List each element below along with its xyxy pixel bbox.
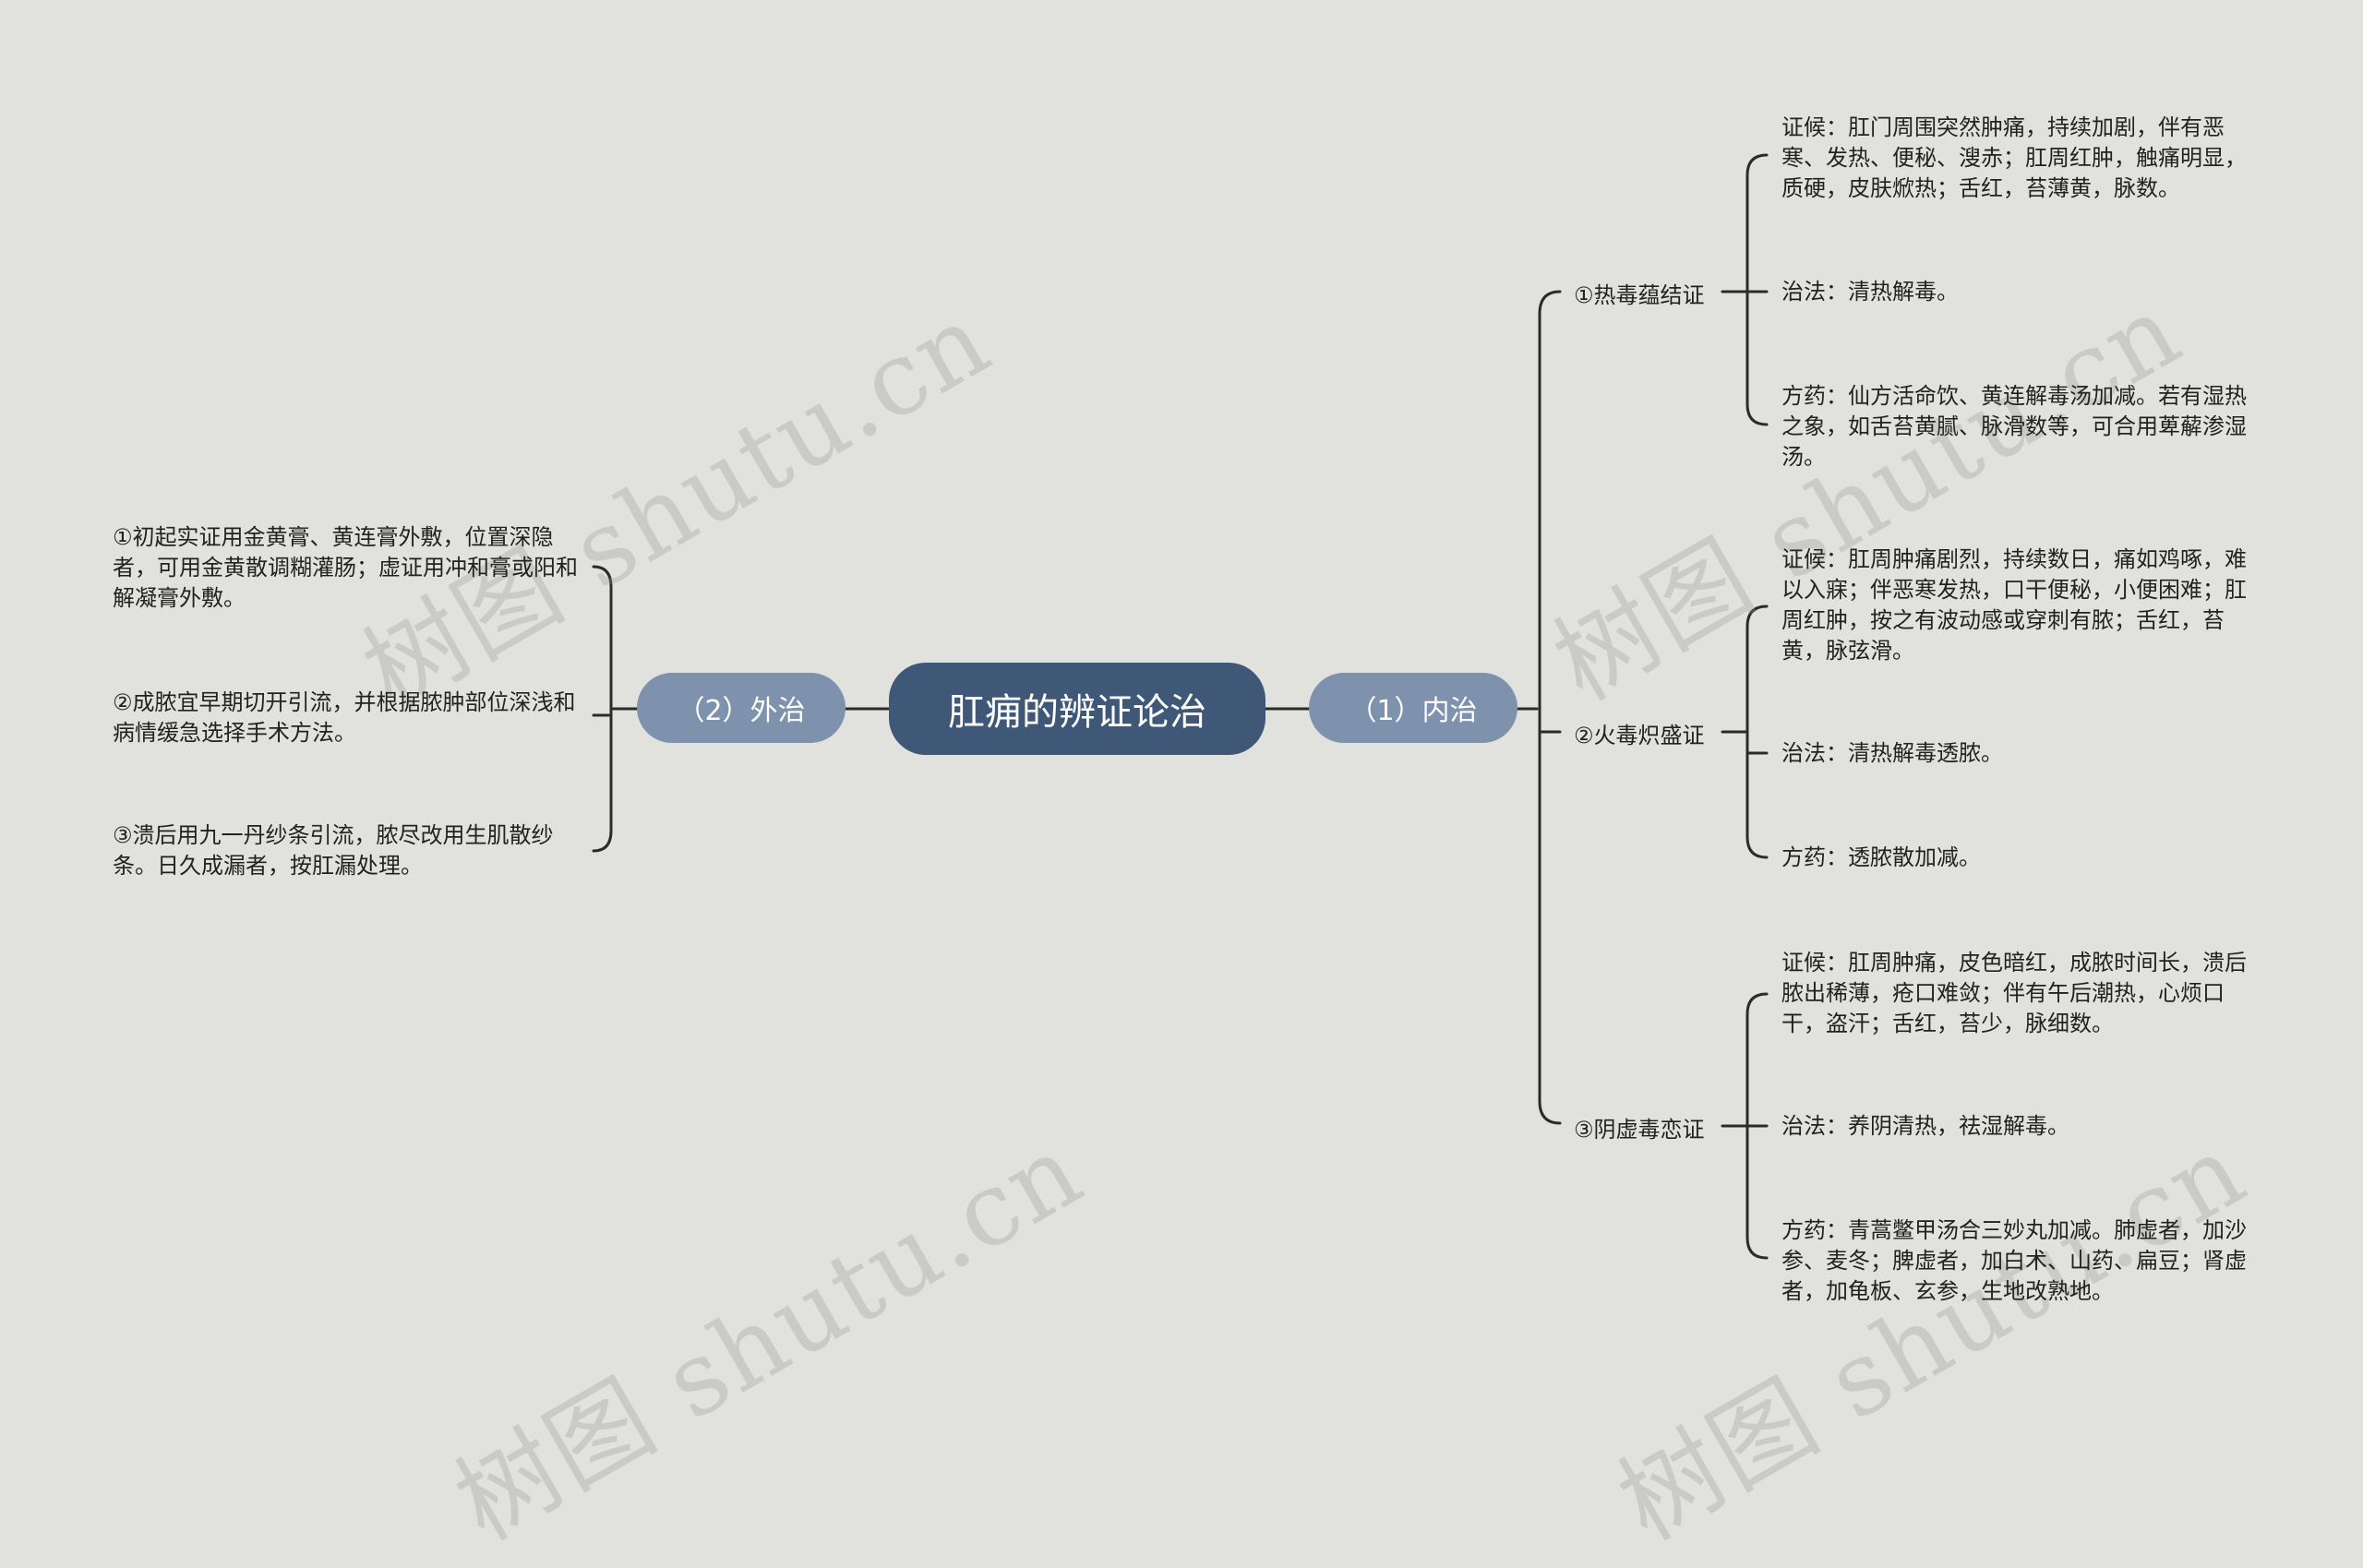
leaf-external-drainage[interactable]: ②成脓宜早期切开引流，并根据脓肿部位深浅和病情缓急选择手术方法。 — [113, 689, 576, 746]
leaf-prescription[interactable]: 方药：透脓散加减。 — [1781, 844, 1981, 870]
bracket-inner — [1538, 290, 1562, 1125]
bracket-sub1 — [1745, 153, 1769, 426]
leaf-prescription[interactable]: 方药：仙方活命饮、黄连解毒汤加减。若有湿热之象，如舌苔黄腻、脉滑数等，可合用萆薢… — [1781, 383, 2247, 470]
leaf-external-ulcer[interactable]: ③溃后用九一丹纱条引流，脓尽改用生肌散纱条。日久成漏者，按肛漏处理。 — [113, 822, 554, 879]
leaf-symptoms[interactable]: 证候：肛周肿痛剧烈，持续数日，痛如鸡啄，难以入寐；伴恶寒发热，口干便秘，小便困难… — [1781, 546, 2247, 664]
sub-topic-heat-toxin[interactable]: ①热毒蕴结证 — [1574, 282, 1705, 308]
leaf-symptoms[interactable]: 证候：肛门周围突然肿痛，持续加剧，伴有恶寒、发热、便秘、溲赤；肛周红肿，触痛明显… — [1781, 114, 2247, 201]
leaf-therapy[interactable]: 治法：养阴清热，祛湿解毒。 — [1781, 1113, 2069, 1139]
leaf-external-early[interactable]: ①初起实证用金黄膏、黄连膏外敷，位置深隐者，可用金黄散调糊灌肠；虚证用冲和膏或阳… — [113, 524, 578, 611]
leaf-therapy[interactable]: 治法：清热解毒透脓。 — [1781, 740, 2003, 766]
connector-lines — [592, 153, 1769, 1260]
sub-topic-fire-toxin[interactable]: ②火毒炽盛证 — [1574, 723, 1705, 748]
branch-label: （1）内治 — [1349, 695, 1478, 727]
bracket-outer — [592, 565, 613, 853]
leaf-therapy[interactable]: 治法：清热解毒。 — [1781, 279, 1959, 305]
leaf-prescription[interactable]: 方药：青蒿鳖甲汤合三妙丸加减。肺虚者，加沙参、麦冬；脾虚者，加白术、山药、扁豆；… — [1781, 1217, 2247, 1304]
sub-topic-yin-deficiency[interactable]: ③阴虚毒恋证 — [1574, 1117, 1705, 1143]
mindmap-canvas: 树图 shutu.cn 树图 shutu.cn 树图 shutu.cn 树图 s… — [113, 114, 2264, 1562]
root-topic-label: 肛痈的辨证论治 — [948, 691, 1206, 734]
branch-inner-treatment[interactable]: （1）内治 — [1309, 673, 1517, 743]
branch-outer-treatment[interactable]: （2）外治 — [637, 673, 846, 743]
bracket-sub2 — [1745, 604, 1769, 859]
root-topic[interactable]: 肛痈的辨证论治 — [889, 663, 1265, 755]
leaf-symptoms[interactable]: 证候：肛周肿痛，皮色暗红，成脓时间长，溃后脓出稀薄，疮口难敛；伴有午后潮热，心烦… — [1781, 950, 2247, 1036]
branch-label: （2）外治 — [677, 695, 806, 727]
